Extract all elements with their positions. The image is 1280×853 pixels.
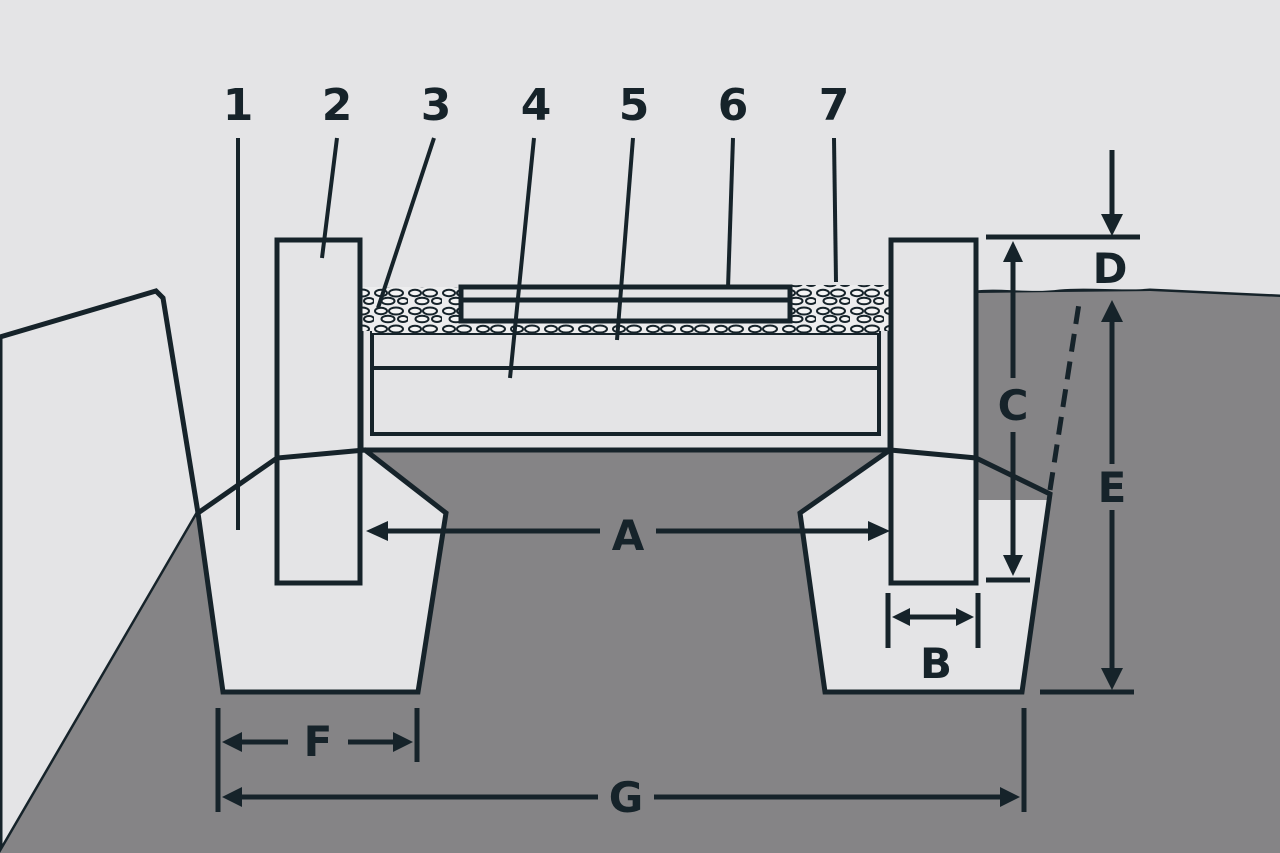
leader-lines <box>236 137 838 530</box>
dimension-a <box>366 521 890 541</box>
paving-slab <box>458 284 793 324</box>
part-label-5: 5 <box>619 80 650 131</box>
right-soil-top <box>976 291 1280 500</box>
part-label-7: 7 <box>819 80 850 131</box>
pebble-fill-right <box>790 285 890 331</box>
left-soil <box>0 288 201 853</box>
left-kerb-stone <box>274 237 363 586</box>
part-label-1: 1 <box>223 80 254 131</box>
dimension-label-g: G <box>609 773 643 822</box>
dimension-b <box>885 593 981 648</box>
part-label-4: 4 <box>521 80 552 131</box>
dimension-label-a: A <box>612 511 645 560</box>
dimension-label-d: D <box>1093 244 1128 293</box>
dimension-c <box>986 234 1140 583</box>
trench-soil <box>0 294 1280 853</box>
right-kerb-stone <box>888 237 979 586</box>
dimension-f <box>215 708 420 812</box>
dimension-label-e: E <box>1098 463 1127 512</box>
dimension-g <box>222 708 1027 812</box>
part-label-6: 6 <box>718 80 749 131</box>
dimension-d <box>1101 150 1123 236</box>
part-label-3: 3 <box>421 80 452 131</box>
dimension-label-c: C <box>998 381 1029 430</box>
dimension-label-b: B <box>920 639 952 688</box>
batter-dashed-line <box>1047 296 1083 491</box>
part-label-2: 2 <box>322 80 353 131</box>
dimension-label-f: F <box>304 717 333 766</box>
dimension-e <box>1040 300 1134 695</box>
pebble-fill-left <box>361 287 461 331</box>
